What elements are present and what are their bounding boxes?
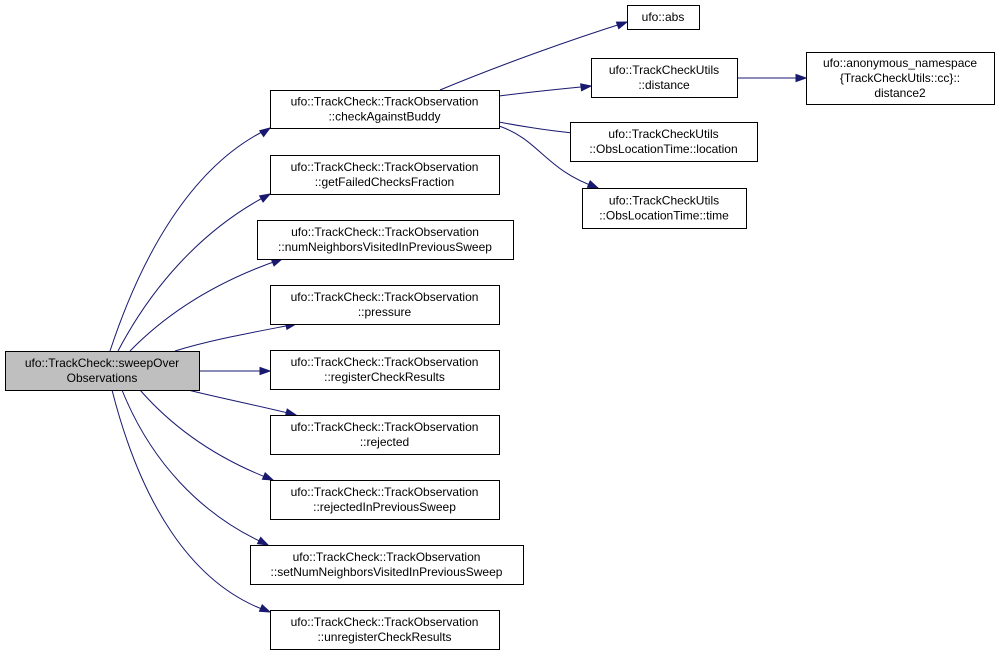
node-time[interactable]: ufo::TrackCheckUtils::ObsLocationTime::t…: [582, 188, 747, 229]
node-distance2[interactable]: ufo::anonymous_namespace{TrackCheckUtils…: [806, 52, 995, 105]
arrowhead: [258, 193, 272, 203]
edge-root-to-rejectedInPreviousSweep: [139, 389, 275, 481]
node-box: [570, 122, 758, 162]
arrowhead: [270, 258, 284, 267]
arrowhead: [615, 21, 629, 30]
node-label-line: ::rejectedInPreviousSweep: [313, 500, 456, 514]
node-label-line: ufo::TrackCheckUtils: [609, 194, 719, 208]
node-label-line: ::ObsLocationTime::location: [589, 142, 737, 156]
edge-line: [498, 125, 599, 189]
edge-root-to-unregisterCheckResults: [111, 389, 272, 613]
node-box: [591, 58, 738, 98]
edge-checkAgainstBuddy-to-abs: [439, 21, 629, 91]
edge-root-to-registerCheckResults: [199, 366, 272, 376]
edge-line: [109, 127, 271, 352]
arrowhead: [258, 127, 272, 138]
arrowhead: [258, 603, 272, 613]
arrowhead: [261, 471, 275, 481]
node-registerCheckResults[interactable]: ufo::TrackCheck::TrackObservation::regis…: [270, 350, 500, 390]
edge-root-to-setNumNeighborsVisitedInPreviousSweep: [121, 389, 270, 546]
nodes-layer: ufo::TrackCheck::sweepOverObservationsuf…: [5, 5, 995, 650]
node-label-line: {TrackCheckUtils::cc}::: [840, 71, 960, 85]
node-location[interactable]: ufo::TrackCheckUtils::ObsLocationTime::l…: [570, 122, 758, 162]
edge-root-to-pressure: [174, 321, 298, 352]
node-label-line: Observations: [67, 371, 138, 385]
node-label-line: ufo::TrackCheck::TrackObservation: [291, 160, 479, 174]
node-box: [270, 415, 500, 455]
node-label-line: ufo::TrackCheck::TrackObservation: [291, 290, 479, 304]
node-label-line: distance2: [874, 86, 926, 100]
node-box: [5, 351, 200, 391]
node-label-line: ::unregisterCheckResults: [317, 630, 451, 644]
node-box: [270, 480, 500, 520]
node-setNumNeighborsVisitedInPreviousSweep[interactable]: ufo::TrackCheck::TrackObservation::setNu…: [250, 545, 524, 585]
node-box: [627, 5, 700, 30]
node-numNeighborsVisitedInPreviousSweep[interactable]: ufo::TrackCheck::TrackObservation::numNe…: [257, 220, 514, 260]
node-label-line: ::distance: [638, 78, 690, 92]
node-label-line: ufo::TrackCheckUtils: [608, 127, 718, 141]
node-label-line: ufo::TrackCheck::TrackObservation: [291, 420, 479, 434]
node-label-line: ::pressure: [358, 305, 412, 319]
edge-root-to-getFailedChecksFraction: [117, 193, 272, 352]
node-pressure[interactable]: ufo::TrackCheck::TrackObservation::press…: [270, 285, 500, 325]
node-box: [270, 90, 500, 129]
edge-root-to-checkAgainstBuddy: [109, 127, 272, 352]
node-label-line: ufo::TrackCheck::TrackObservation: [293, 550, 481, 564]
arrowhead: [256, 536, 270, 546]
node-distance[interactable]: ufo::TrackCheckUtils::distance: [591, 58, 738, 98]
edge-line: [129, 258, 283, 352]
edge-line: [117, 193, 271, 352]
node-label-line: ufo::TrackCheck::TrackObservation: [291, 485, 479, 499]
arrowhead: [580, 83, 593, 92]
node-box: [270, 285, 500, 325]
node-label-line: ufo::TrackCheck::sweepOver: [25, 356, 179, 370]
node-label-line: ::setNumNeighborsVisitedInPreviousSweep: [271, 565, 503, 579]
arrowhead: [259, 366, 272, 376]
node-label-line: ::ObsLocationTime::time: [599, 209, 729, 223]
node-label-line: ufo::TrackCheck::TrackObservation: [291, 225, 479, 239]
node-box: [270, 155, 500, 195]
edge-line: [439, 21, 628, 91]
edge-root-to-rejected: [187, 389, 298, 417]
edge-line: [174, 323, 297, 352]
node-abs[interactable]: ufo::abs: [627, 5, 700, 30]
edge-checkAgainstBuddy-to-distance: [498, 83, 593, 97]
node-unregisterCheckResults[interactable]: ufo::TrackCheck::TrackObservation::unreg…: [270, 610, 500, 650]
edge-checkAgainstBuddy-to-time: [498, 125, 600, 189]
edge-line: [187, 389, 297, 416]
node-box: [582, 188, 747, 229]
edge-line: [111, 389, 271, 613]
node-box: [270, 350, 500, 390]
node-label-line: ufo::TrackCheck::TrackObservation: [291, 95, 479, 109]
arrowhead: [284, 408, 298, 417]
node-label-line: ufo::TrackCheck::TrackObservation: [291, 615, 479, 629]
node-label-line: ufo::TrackCheckUtils: [609, 63, 719, 77]
node-label-line: ufo::abs: [642, 10, 685, 24]
edge-distance-to-distance2: [737, 73, 808, 83]
node-label-line: ::rejected: [360, 435, 409, 449]
node-box: [806, 52, 995, 105]
node-label-line: ::numNeighborsVisitedInPreviousSweep: [278, 240, 492, 254]
node-box: [257, 220, 514, 260]
node-label-line: ufo::TrackCheck::TrackObservation: [291, 355, 479, 369]
node-rejected[interactable]: ufo::TrackCheck::TrackObservation::rejec…: [270, 415, 500, 455]
node-label-line: ::getFailedChecksFraction: [315, 175, 454, 189]
edge-line: [121, 389, 269, 546]
node-box: [270, 610, 500, 650]
node-checkAgainstBuddy[interactable]: ufo::TrackCheck::TrackObservation::check…: [270, 90, 500, 129]
node-rejectedInPreviousSweep[interactable]: ufo::TrackCheck::TrackObservation::rejec…: [270, 480, 500, 520]
edge-line: [498, 85, 592, 97]
node-getFailedChecksFraction[interactable]: ufo::TrackCheck::TrackObservation::getFa…: [270, 155, 500, 195]
edge-root-to-numNeighborsVisitedInPreviousSweep: [129, 258, 284, 352]
node-label-line: ufo::anonymous_namespace: [823, 56, 977, 70]
node-label-line: ::registerCheckResults: [324, 370, 445, 384]
arrowhead: [795, 73, 808, 83]
node-label-line: ::checkAgainstBuddy: [328, 110, 440, 124]
edge-line: [139, 389, 274, 481]
arrowhead: [586, 179, 600, 189]
node-box: [250, 545, 524, 585]
